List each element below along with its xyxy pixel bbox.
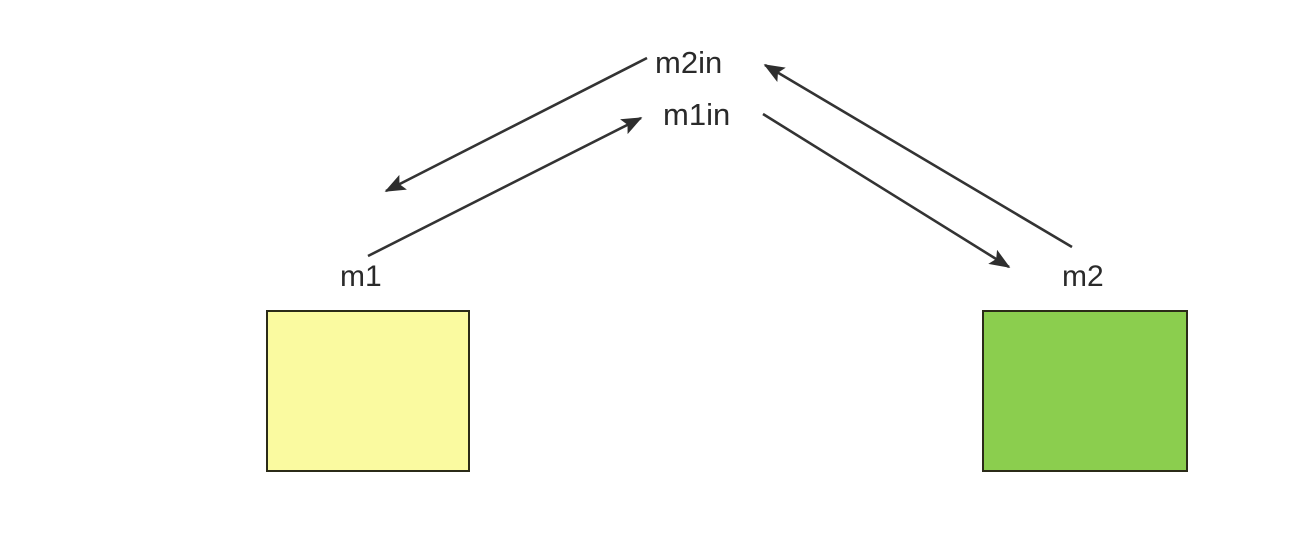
- node-box-m2[interactable]: [982, 310, 1188, 472]
- node-label-m2: m2: [1062, 260, 1104, 293]
- node-label-m1: m1: [340, 260, 382, 293]
- port-label-m1in: m1in: [663, 97, 731, 132]
- edge-m2-to-m2in: [763, 63, 1073, 249]
- edge-m1-to-m1in: [367, 116, 643, 258]
- node-box-m1[interactable]: [266, 310, 470, 472]
- port-label-m2in: m2in: [655, 45, 723, 80]
- edge-m1in-to-m2: [762, 112, 1011, 269]
- edge-m2in-to-m1: [384, 56, 648, 193]
